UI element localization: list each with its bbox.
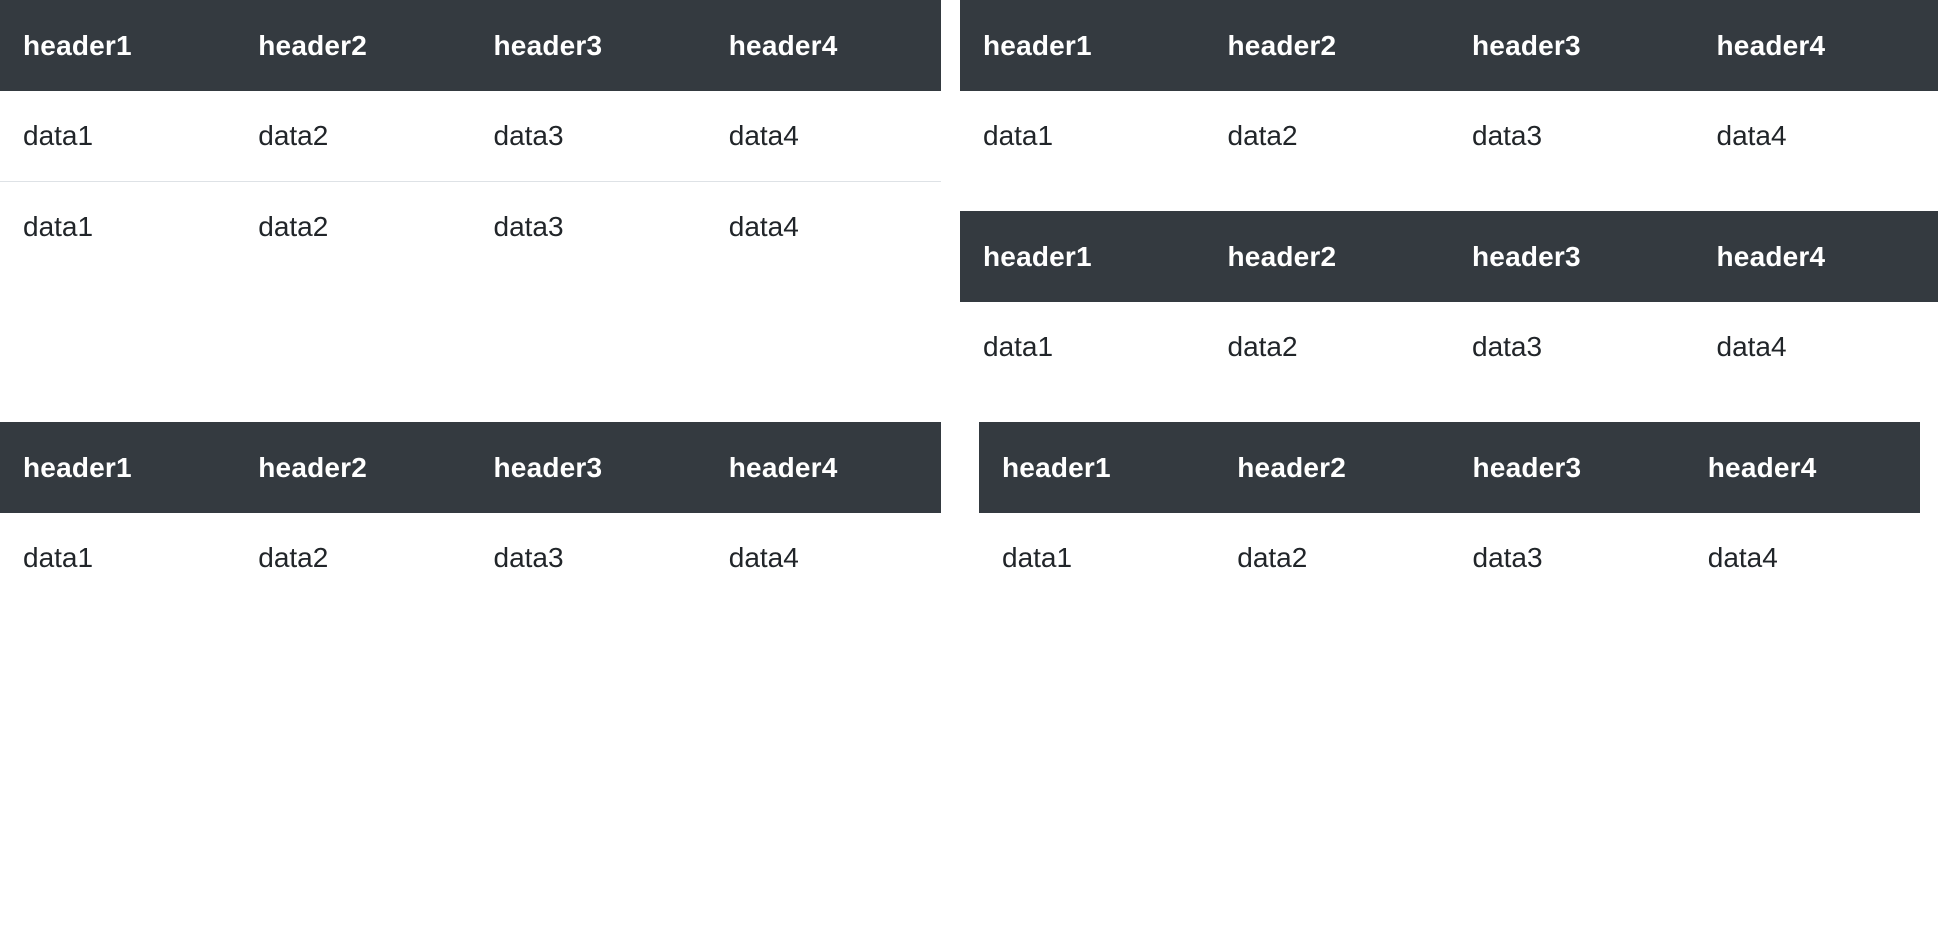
table-cell: data3 [493, 542, 564, 573]
table-header-row: header1 header2 header3 header4 [0, 422, 941, 513]
column-header: header3 [1449, 0, 1694, 91]
table-cell: data2 [235, 181, 471, 272]
table-cell: data2 [258, 542, 329, 573]
table-top-left: header1 header2 header3 header4 data1 da… [0, 0, 941, 272]
table-cell: data1 [983, 331, 1054, 362]
table-header-row: header1 header2 header3 header4 [979, 422, 1920, 513]
column-header: header4 [1693, 211, 1938, 302]
column-header: header1 [0, 0, 236, 91]
table-cell: data4 [705, 181, 941, 272]
table-cell: data4 [1716, 331, 1787, 362]
table-cell: data3 [1472, 331, 1543, 362]
table-row: data1 data2 data3 data4 [960, 302, 1938, 392]
column-header: header2 [1204, 0, 1449, 91]
table-cell: data3 [1472, 120, 1543, 151]
table-cell: data4 [728, 120, 799, 151]
table-row: data1 data2 data3 data4 [0, 91, 941, 182]
table-bottom-left: header1 header2 header3 header4 data1 da… [0, 422, 941, 603]
table-cell: data3 [493, 120, 564, 151]
column-header: header2 [235, 0, 471, 91]
column-header: header1 [0, 422, 236, 513]
column-header: header4 [1684, 422, 1920, 513]
table-cell: data3 [1472, 542, 1543, 573]
table-row: data1 data2 data3 data4 [979, 513, 1920, 603]
table-row: data1 data2 data3 data4 [0, 513, 941, 603]
table-row: data1 data2 data3 data4 [960, 91, 1938, 181]
table-cell: data4 [1716, 120, 1787, 151]
table-header-row: header1 header2 header3 header4 [960, 0, 1938, 91]
column-header: header4 [705, 0, 941, 91]
table-row: data1 data2 data3 data4 [0, 181, 941, 272]
column-header: header2 [1214, 422, 1450, 513]
column-header: header3 [1449, 422, 1685, 513]
table-cell: data1 [0, 181, 236, 272]
table-cell: data4 [1707, 542, 1778, 573]
table-cell: data1 [983, 120, 1054, 151]
column-header: header2 [235, 422, 471, 513]
table-cell: data1 [23, 120, 94, 151]
table-cell: data2 [258, 120, 329, 151]
table-cell: data4 [728, 542, 799, 573]
column-header: header1 [960, 0, 1205, 91]
column-header: header2 [1204, 211, 1449, 302]
column-header: header3 [470, 422, 706, 513]
column-header: header1 [960, 211, 1205, 302]
column-header: header3 [1449, 211, 1694, 302]
column-header: header4 [1693, 0, 1938, 91]
table-header-row: header1 header2 header3 header4 [960, 211, 1938, 302]
column-header: header3 [470, 0, 706, 91]
table-cell: data2 [1227, 120, 1298, 151]
column-header: header1 [979, 422, 1215, 513]
table-cell: data3 [470, 181, 706, 272]
table-middle-right: header1 header2 header3 header4 data1 da… [960, 211, 1938, 392]
table-cell: data2 [1237, 542, 1308, 573]
table-cell: data1 [23, 542, 94, 573]
column-header: header4 [705, 422, 941, 513]
table-header-row: header1 header2 header3 header4 [0, 0, 941, 91]
table-cell: data1 [1002, 542, 1073, 573]
table-bottom-right: header1 header2 header3 header4 data1 da… [979, 422, 1920, 603]
table-top-right: header1 header2 header3 header4 data1 da… [960, 0, 1938, 181]
table-cell: data2 [1227, 331, 1298, 362]
